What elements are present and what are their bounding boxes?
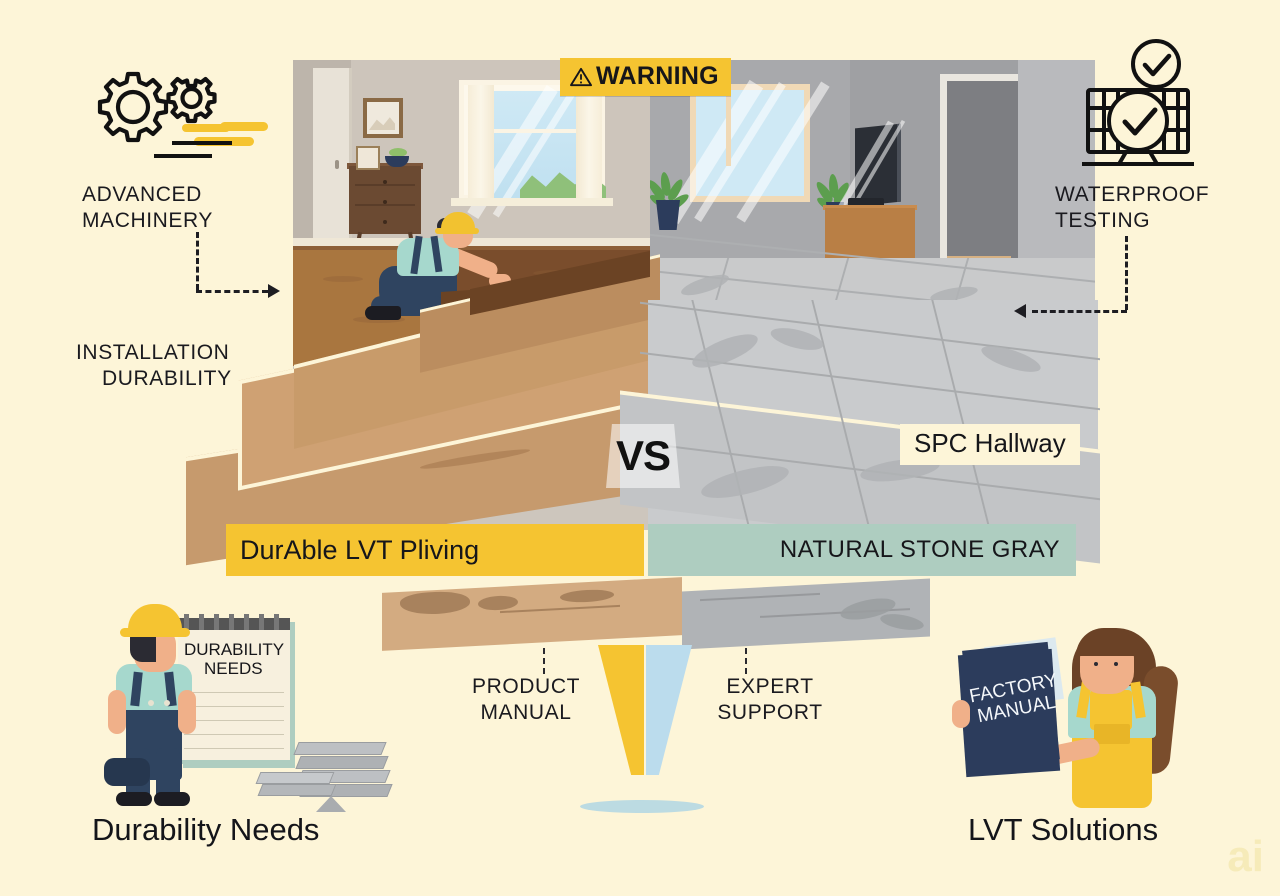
person-left-arm	[178, 690, 196, 734]
doorway	[940, 74, 1018, 290]
dresser	[349, 166, 421, 245]
funnel-left-half	[598, 645, 644, 775]
soundbar	[848, 198, 884, 207]
person-left-boot	[116, 792, 152, 806]
window	[664, 79, 830, 225]
arrow-right-icon	[268, 284, 280, 298]
hard-hat-brim	[120, 628, 190, 637]
stone-product-label: NATURAL STONE GRAY	[779, 536, 1060, 563]
person-left-hand-pocket	[104, 758, 150, 786]
warning-banner[interactable]: WARNING	[560, 58, 731, 96]
book-title: FACTORY MANUAL	[967, 669, 1060, 727]
warning-triangle-icon	[570, 67, 592, 86]
door-icon	[313, 68, 352, 253]
person-right-thumb	[952, 700, 970, 728]
hard-hat-brim	[435, 228, 479, 234]
waterproof-testing-icon-group	[1078, 38, 1198, 171]
window-glass	[467, 84, 606, 220]
durability-needs-caption: Durability Needs	[92, 812, 320, 847]
person-left-arm	[108, 690, 126, 734]
arrow-left-icon	[1014, 304, 1026, 318]
overall-pocket	[1094, 724, 1130, 744]
waterproof-testing-label: WATERPROOF TESTING	[1055, 183, 1210, 232]
funnel-shadow	[580, 800, 704, 813]
durability-notepad: DURABILITY NEEDS	[178, 614, 290, 764]
warning-label: WARNING	[596, 62, 719, 90]
vs-badge: VS	[606, 424, 680, 488]
eye	[1114, 662, 1118, 666]
lvt-room-scene	[293, 60, 650, 530]
plant-pot	[656, 200, 680, 230]
stone-product-bar[interactable]: NATURAL STONE GRAY	[648, 524, 1076, 576]
spc-hallway-label: SPC Hallway	[900, 424, 1080, 465]
window-sill	[451, 198, 613, 206]
baseboard	[293, 238, 650, 246]
ai-watermark: ai	[1227, 832, 1264, 881]
doorknob-icon	[335, 160, 339, 169]
tv-screen	[835, 120, 906, 215]
eye	[1094, 662, 1098, 666]
connector-dash-horizontal	[196, 290, 268, 293]
connector-dash-horizontal	[1032, 310, 1127, 313]
lvt-solutions-caption: LVT Solutions	[968, 812, 1159, 847]
window-mullion	[726, 60, 731, 166]
overall-bib	[1090, 690, 1132, 730]
funnel-right-half	[646, 645, 692, 775]
small-plant-icon	[389, 148, 407, 157]
product-manual-connector	[543, 648, 545, 674]
installation-durability-label: INSTALLATION DURABILITY	[76, 341, 232, 390]
curtain-right	[576, 85, 602, 203]
lvt-product-label: DurAble LVT Pliving	[240, 534, 480, 565]
potted-plant-icon	[650, 171, 691, 213]
vs-label: VS	[615, 432, 671, 479]
curtain-left	[468, 85, 494, 203]
gears-icon	[97, 71, 268, 158]
advanced-machinery-label: ADVANCED MACHINERY	[82, 183, 214, 232]
console-top	[823, 205, 917, 210]
person-left-boot	[154, 792, 190, 806]
connector-dash-vertical	[196, 232, 199, 290]
expert-support-label: EXPERT SUPPORT	[717, 675, 823, 724]
factory-manual-book[interactable]: FACTORY MANUAL	[957, 648, 1061, 778]
picture-art	[369, 117, 395, 130]
wall-picture-frame	[363, 98, 403, 138]
lvt-product-bar[interactable]: DurAble LVT Pliving	[226, 524, 644, 576]
notepad-text: DURABILITY NEEDS	[184, 640, 285, 679]
bowl-icon	[385, 156, 409, 167]
hard-hat-icon	[441, 212, 475, 231]
waterproof-test-monitor-icon	[1082, 39, 1194, 166]
expert-support-connector	[745, 648, 747, 674]
worker-boot	[365, 306, 401, 320]
product-manual-label: PRODUCT MANUAL	[471, 675, 581, 724]
desk-photo-frame	[356, 146, 380, 170]
advanced-machinery-icon-group	[82, 62, 272, 177]
window	[459, 80, 606, 220]
connector-dash-vertical	[1125, 236, 1128, 310]
